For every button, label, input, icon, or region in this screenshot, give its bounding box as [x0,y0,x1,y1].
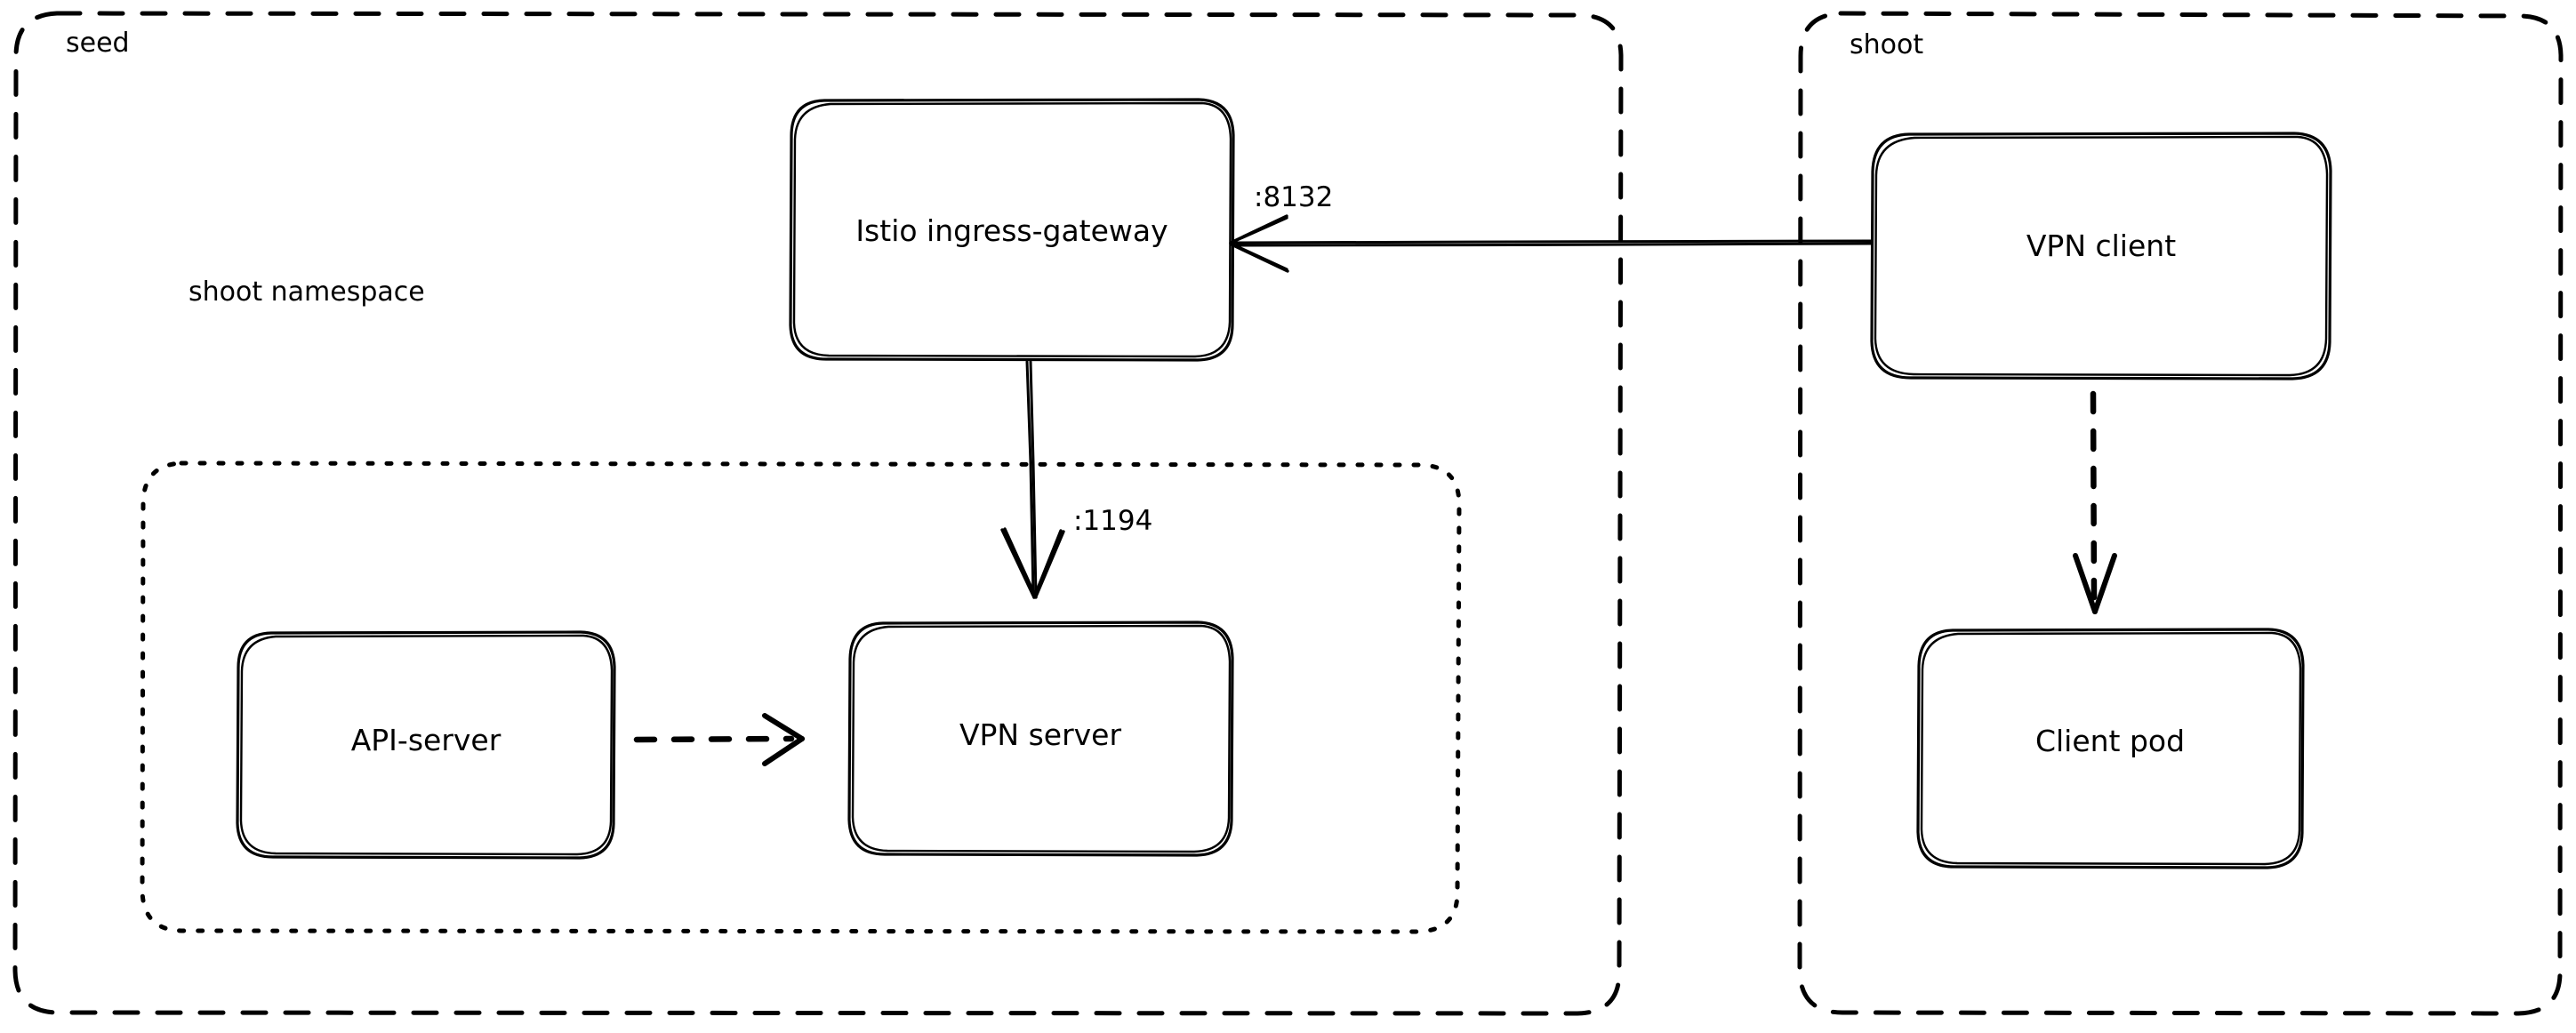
edge-label-8132: :8132 [1254,181,1333,213]
group-shoot-namespace-label: shoot namespace [189,276,425,308]
edge-api-server-to-vpn-server[interactable] [633,713,805,766]
group-shoot[interactable]: shoot [1797,11,2564,1016]
node-istio-ingress-gateway-label: Istio ingress-gateway [855,213,1168,248]
node-vpn-server-label: VPN server [959,717,1122,752]
group-shoot-label: shoot [1850,29,1923,60]
node-client-pod[interactable]: Client pod [1916,628,2305,869]
node-vpn-client-label: VPN client [2026,228,2176,263]
node-client-pod-label: Client pod [2035,724,2185,758]
node-api-server[interactable]: API-server [236,630,616,860]
node-api-server-label: API-server [351,723,502,757]
edge-vpn-client-to-istio-gateway[interactable]: :8132 [1229,181,1873,273]
edge-vpn-client-to-client-pod[interactable] [2073,390,2117,614]
node-vpn-server[interactable]: VPN server [847,621,1234,857]
group-shoot-namespace[interactable]: shoot namespace [140,276,1462,934]
edge-istio-gateway-to-vpn-server[interactable]: :1194 [1000,360,1152,599]
group-seed-label: seed [66,28,130,59]
group-seed[interactable]: seed [12,11,1624,1016]
node-vpn-client[interactable]: VPN client [1870,132,2332,380]
node-istio-ingress-gateway[interactable]: Istio ingress-gateway [789,98,1235,362]
edge-label-1194: :1194 [1073,505,1152,537]
